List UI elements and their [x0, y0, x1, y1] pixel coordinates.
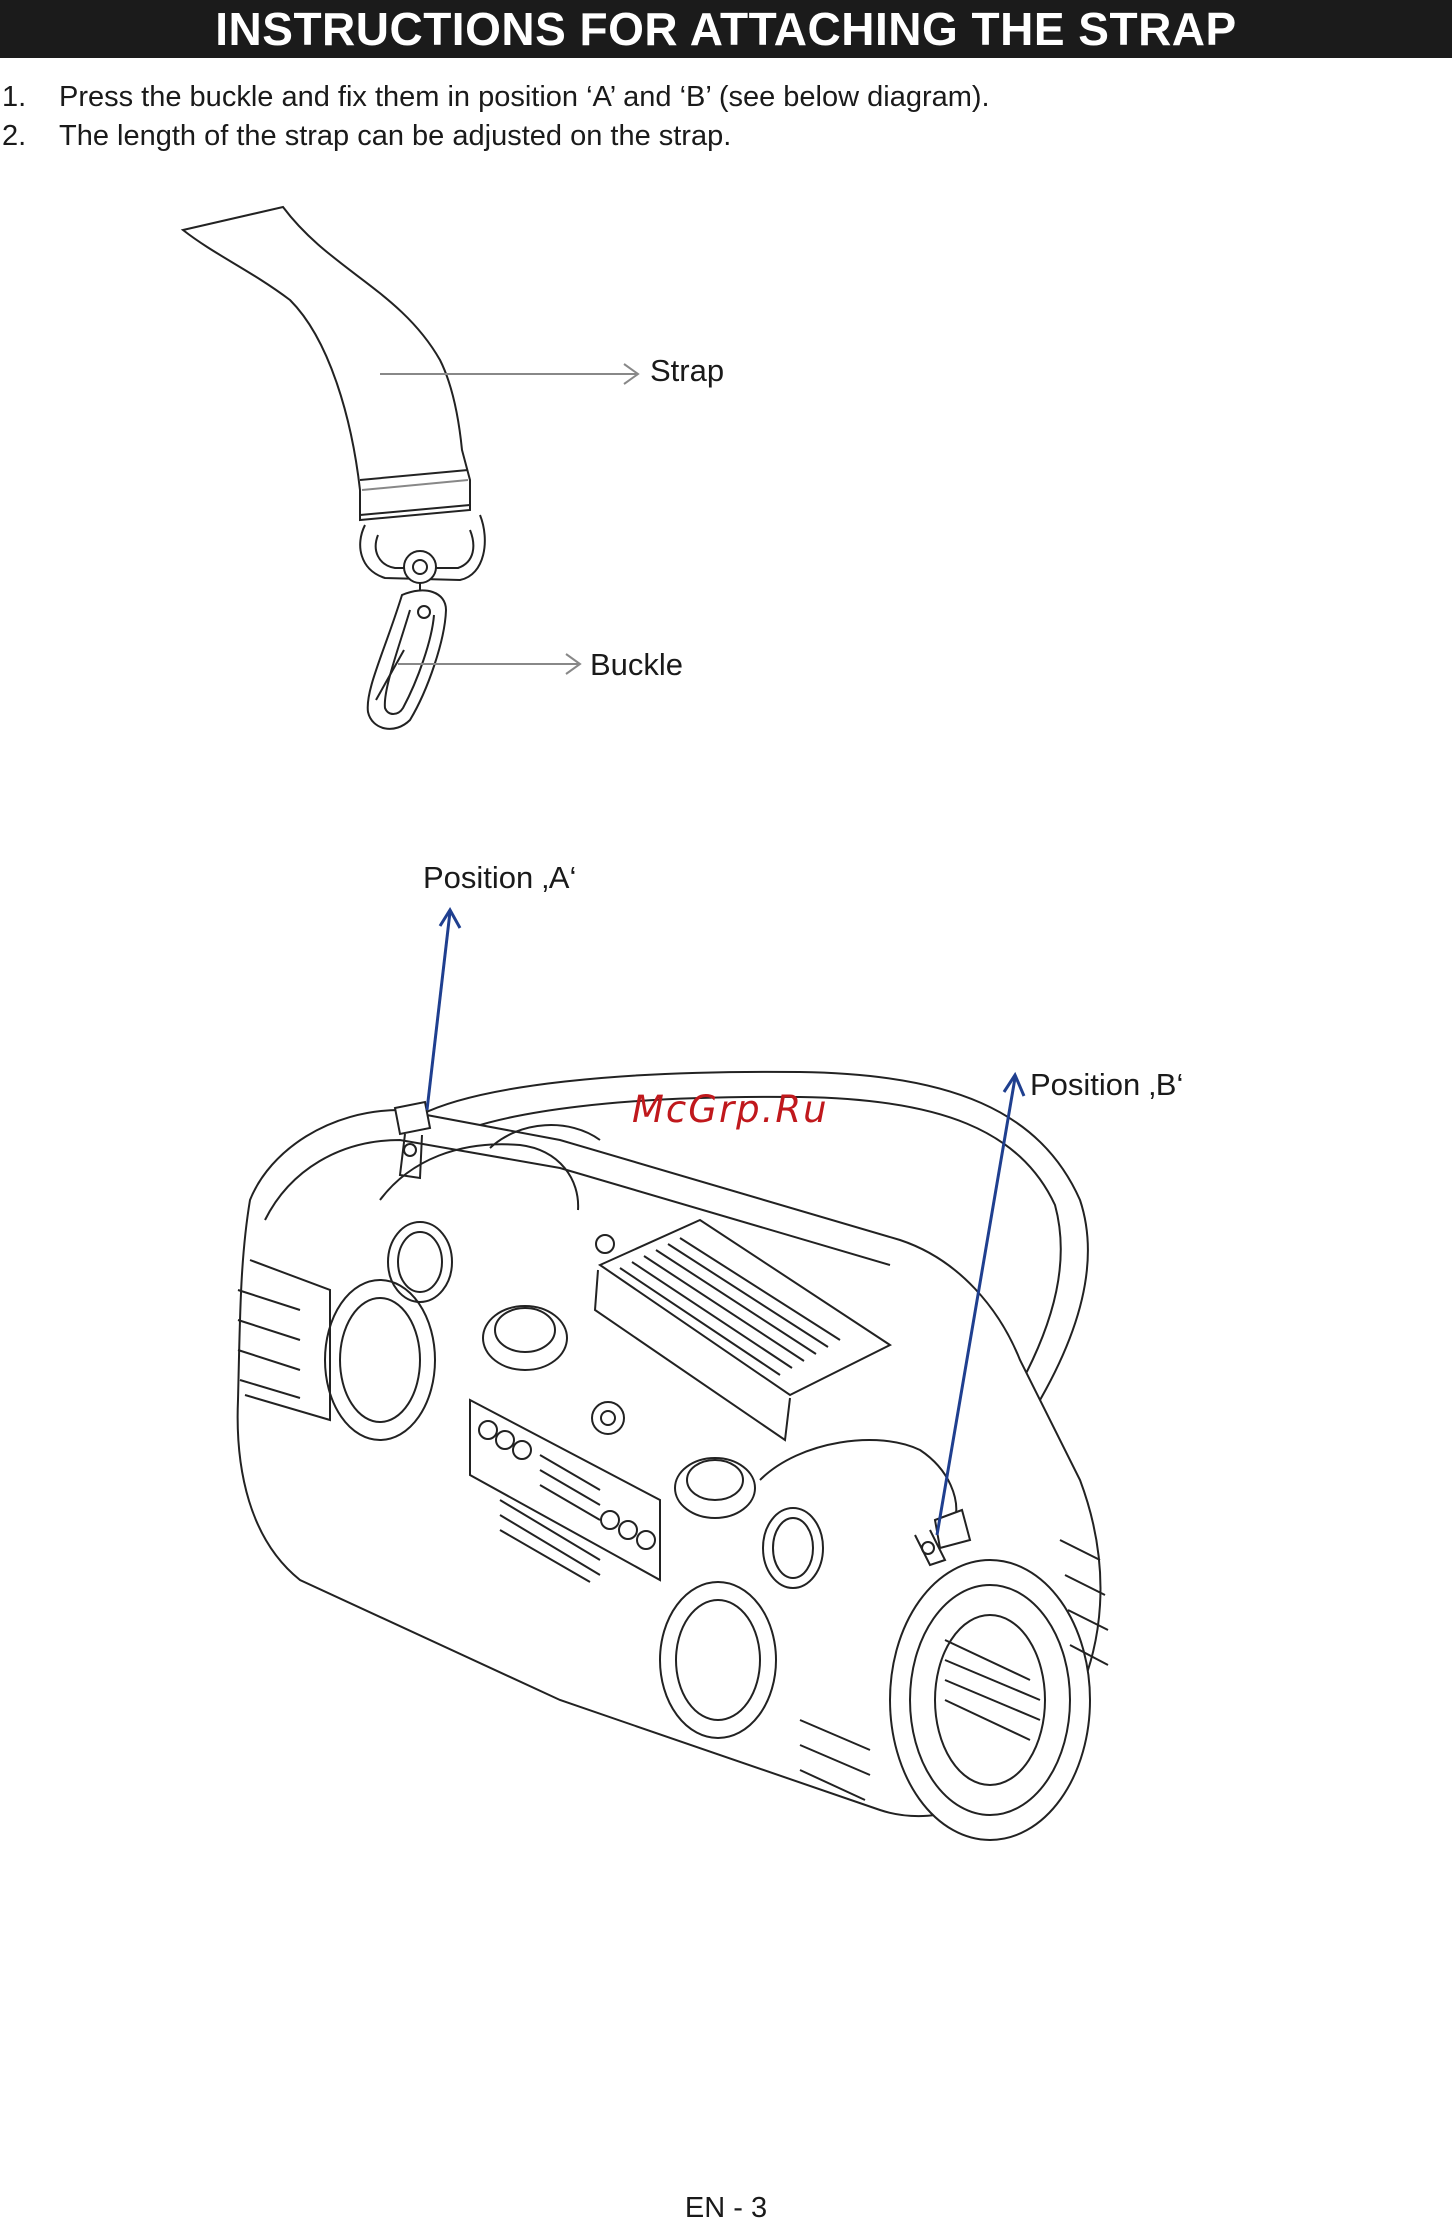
- strap-label: Strap: [650, 353, 724, 389]
- buckle-label: Buckle: [590, 647, 683, 683]
- position-b-label: Position ‚B‘: [1030, 1067, 1183, 1103]
- position-a-arrow: [427, 910, 460, 1110]
- strap-illustration: [183, 207, 485, 729]
- watermark: McGrp.Ru: [632, 1088, 829, 1131]
- position-a-label: Position ‚A‘: [423, 860, 576, 896]
- page-number: EN - 3: [0, 2192, 1452, 2225]
- boombox-illustration: [238, 1072, 1108, 1840]
